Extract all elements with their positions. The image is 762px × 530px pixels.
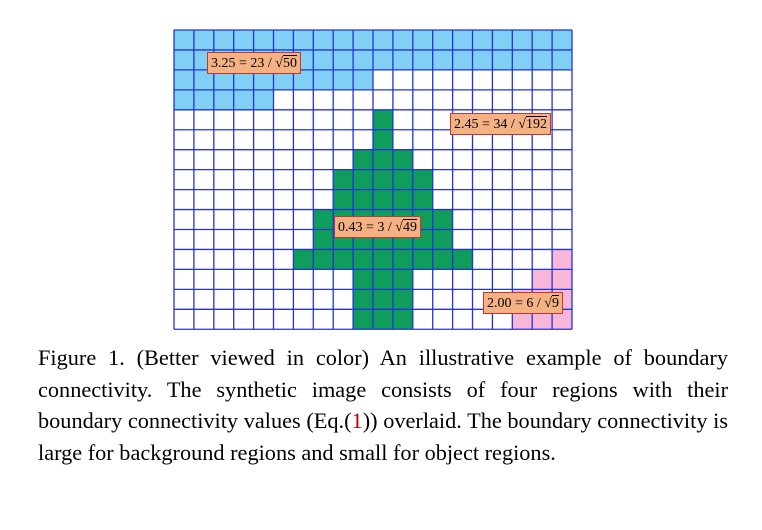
green-object-region-cells bbox=[353, 149, 413, 170]
grid-lines bbox=[173, 29, 573, 330]
green-object-region-cells bbox=[373, 109, 393, 130]
caption-text-start: Figure 1. (Better viewed in color) An il… bbox=[38, 345, 728, 433]
boundary-value-label-blue: 3.25 = 23 / √50 bbox=[207, 52, 301, 74]
synthetic-grid-image bbox=[173, 29, 573, 330]
equation-reference-link[interactable]: 1 bbox=[351, 408, 363, 433]
pink-background-region-cells bbox=[512, 309, 572, 330]
figure-illustration: 3.25 = 23 / √50 2.45 = 34 / √192 0.43 = … bbox=[173, 29, 573, 330]
boundary-value-label-pink: 2.00 = 6 / √9 bbox=[483, 292, 563, 314]
green-object-region-cells bbox=[333, 169, 433, 190]
green-object-region-cells bbox=[293, 249, 473, 270]
boundary-value-label-green: 0.43 = 3 / √49 bbox=[334, 216, 421, 238]
green-object-region-cells bbox=[373, 129, 393, 150]
green-object-region-cells bbox=[333, 189, 433, 210]
figure-caption: Figure 1. (Better viewed in color) An il… bbox=[38, 342, 728, 468]
green-object-region-cells bbox=[353, 269, 413, 290]
green-object-region-cells bbox=[353, 309, 413, 330]
boundary-value-label-white: 2.45 = 34 / √192 bbox=[450, 113, 551, 135]
caption-text-end: )) overlaid. The boundary connectivity i… bbox=[38, 408, 728, 465]
blue-background-region-cells bbox=[174, 89, 274, 110]
pink-background-region-cells bbox=[552, 249, 572, 270]
green-object-region-cells bbox=[353, 289, 413, 310]
